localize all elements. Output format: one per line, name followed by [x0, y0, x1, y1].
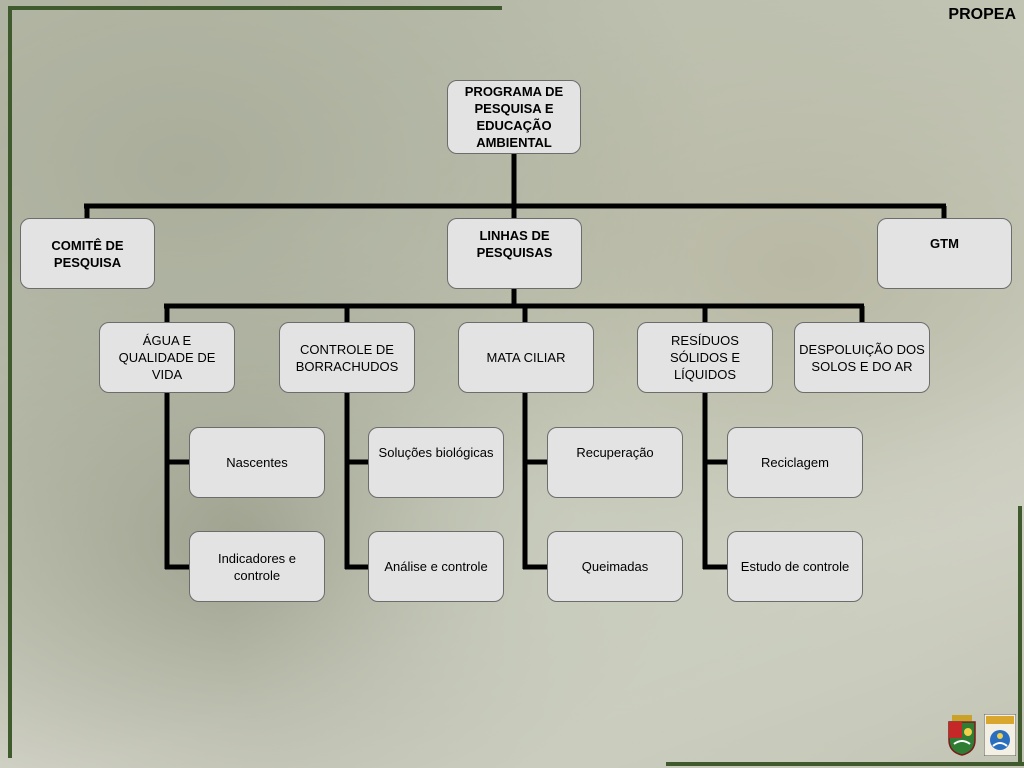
sub-node-nascentes: Nascentes — [189, 427, 325, 498]
gtm-node: GTM — [877, 218, 1012, 289]
line-node-mata-ciliar: MATA CILIAR — [458, 322, 594, 393]
sub-node-indicadores: Indicadores e controle — [189, 531, 325, 602]
line-node-despoluicao: DESPOLUIÇÃO DOS SOLOS E DO AR — [794, 322, 930, 393]
sub-node-queimadas: Queimadas — [547, 531, 683, 602]
comite-node: COMITÊ DE PESQUISA — [20, 218, 155, 289]
page-title: PROPEA — [948, 6, 1016, 23]
sub-node-estudo: Estudo de controle — [727, 531, 863, 602]
secretaria-educacao-logo — [983, 713, 1017, 757]
sub-node-analise: Análise e controle — [368, 531, 504, 602]
root-node: PROGRAMA DE PESQUISA E EDUCAÇÃO AMBIENTA… — [447, 80, 581, 154]
line-node-borrachudos: CONTROLE DE BORRACHUDOS — [279, 322, 415, 393]
frame-right-line — [1018, 506, 1022, 766]
line-node-agua: ÁGUA E QUALIDADE DE VIDA — [99, 322, 235, 393]
linhas-node: LINHAS DE PESQUISAS — [447, 218, 582, 289]
line-node-residuos: RESÍDUOS SÓLIDOS E LÍQUIDOS — [637, 322, 773, 393]
sub-node-solucoes: Soluções biológicas — [368, 427, 504, 498]
frame-bottom-line — [666, 762, 1024, 766]
frame-top-line — [8, 6, 502, 10]
sub-node-recuperacao: Recuperação — [547, 427, 683, 498]
coat-of-arms-icon — [946, 714, 978, 756]
sub-node-reciclagem: Reciclagem — [727, 427, 863, 498]
frame-left-line — [8, 6, 12, 758]
